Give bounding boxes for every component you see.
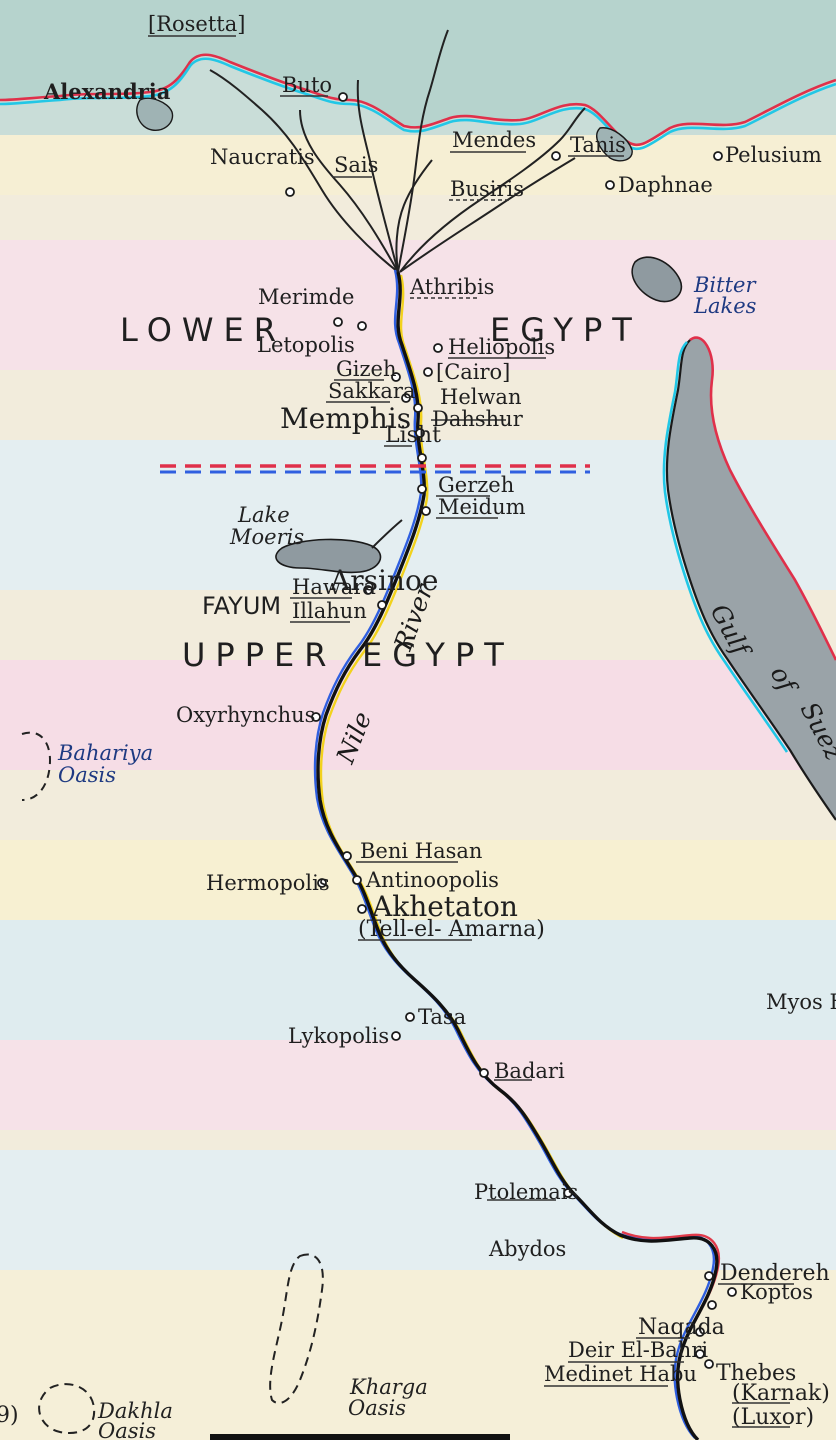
region-upper-egypt-right: EGYPT (362, 636, 514, 674)
place-cairo: [Cairo] (436, 360, 510, 384)
place-busiris: Busiris (450, 177, 524, 201)
region-fayum: FAYUM (202, 592, 281, 620)
place-alexandria: Alexandria (43, 79, 171, 104)
place-arsinoe: Arsinoe (329, 564, 438, 597)
place-meidum: Meidum (438, 495, 526, 519)
gulf-of-suez-water (662, 336, 836, 821)
region-lower-egypt-right: EGYPT (490, 311, 642, 349)
place-pelusium: Pelusium (725, 143, 822, 167)
place-badari: Badari (494, 1059, 565, 1083)
place-athribis: Athribis (409, 275, 494, 299)
oasis-bahariya-oasis: Oasis (58, 763, 116, 787)
place-deir-el-bahri: Deir El-Bahri (568, 1338, 708, 1362)
town-markers (285, 92, 737, 1369)
oasis-kharga-oasis: Oasis (348, 1396, 406, 1420)
place-thebes: Thebes (716, 1361, 796, 1386)
place-beni-hasan: Beni Hasan (360, 839, 482, 863)
water-moeris: Moeris (229, 525, 304, 549)
region-upper-egypt-left: UPPER (182, 636, 336, 674)
oasis-kharga: Kharga (349, 1375, 428, 1399)
site-underlines (148, 35, 794, 1428)
place-oxyrhynchus: Oxyrhynchus (176, 703, 315, 727)
water-lakes: Lakes (693, 294, 757, 318)
place-dahshur: Dahshur (432, 407, 524, 431)
place-myos: Myos H (766, 990, 836, 1014)
place-hawara: Hawara (292, 575, 376, 599)
oases-outlines (21, 731, 324, 1434)
place-ptolemais: Ptolemais (474, 1180, 578, 1204)
cropped-page-number: 9) (0, 1403, 19, 1428)
place-tell-el-amarna: (Tell-el- Amarna) (358, 917, 545, 942)
place-sakkara: Sakkara (328, 379, 415, 403)
place-gerzeh: Gerzeh (438, 473, 514, 497)
place-hermopolis: Hermopolis (206, 871, 330, 895)
oasis-labels: Bahariya Oasis Kharga Oasis Dakhla Oasis (57, 741, 428, 1440)
place-rosetta: [Rosetta] (148, 12, 245, 36)
region-lower-egypt-left: LOWER (120, 311, 286, 349)
place-memphis: Memphis (280, 402, 411, 435)
water-bitter: Bitter (693, 273, 757, 297)
nile-delta-branches (209, 29, 586, 273)
place-labels: [Rosetta] Alexandria Buto Naucratis Sais… (43, 12, 836, 1430)
place-letopolis: Letopolis (257, 333, 355, 357)
place-mendes: Mendes (452, 128, 536, 152)
place-abydos: Abydos (488, 1237, 566, 1261)
place-antinoopolis: Antinoopolis (365, 868, 499, 892)
place-luxor: (Luxor) (732, 1405, 814, 1430)
bitter-lakes-water (631, 256, 683, 303)
place-illahun: Illahun (292, 599, 367, 623)
lower-upper-boundary (160, 464, 590, 474)
place-buto: Buto (282, 73, 332, 97)
water-lake: Lake (237, 503, 290, 527)
place-akhetaton: Akhetaton (371, 890, 518, 923)
place-heliopolis: Heliopolis (448, 335, 555, 359)
place-gizeh: Gizeh (336, 357, 397, 381)
lake-moeris-water (275, 538, 382, 574)
place-karnak: (Karnak) (732, 1381, 830, 1406)
region-labels: LOWER EGYPT UPPER EGYPT FAYUM (120, 311, 642, 674)
place-tanis: Tanis (570, 133, 626, 157)
oasis-dakhla-oasis: Oasis (98, 1419, 156, 1440)
place-dendereh: Dendereh (720, 1261, 830, 1286)
oasis-bahariya: Bahariya (57, 741, 153, 765)
bottom-edge-bar (210, 1434, 510, 1440)
oasis-dakhla: Dakhla (97, 1399, 173, 1423)
place-helwan: Helwan (440, 385, 521, 409)
place-koptos: Koptos (740, 1280, 813, 1304)
place-naucratis: Naucratis (210, 145, 315, 169)
place-naqada: Naqada (638, 1315, 725, 1340)
place-medinet-habu: Medinet Habu (544, 1362, 697, 1386)
place-merimde: Merimde (258, 285, 354, 309)
place-tasa: Tasa (418, 1005, 466, 1029)
place-lisht: Lisht (385, 423, 441, 448)
place-sais: Sais (334, 153, 378, 177)
place-lykopolis: Lykopolis (288, 1024, 389, 1048)
place-daphnae: Daphnae (618, 173, 713, 197)
